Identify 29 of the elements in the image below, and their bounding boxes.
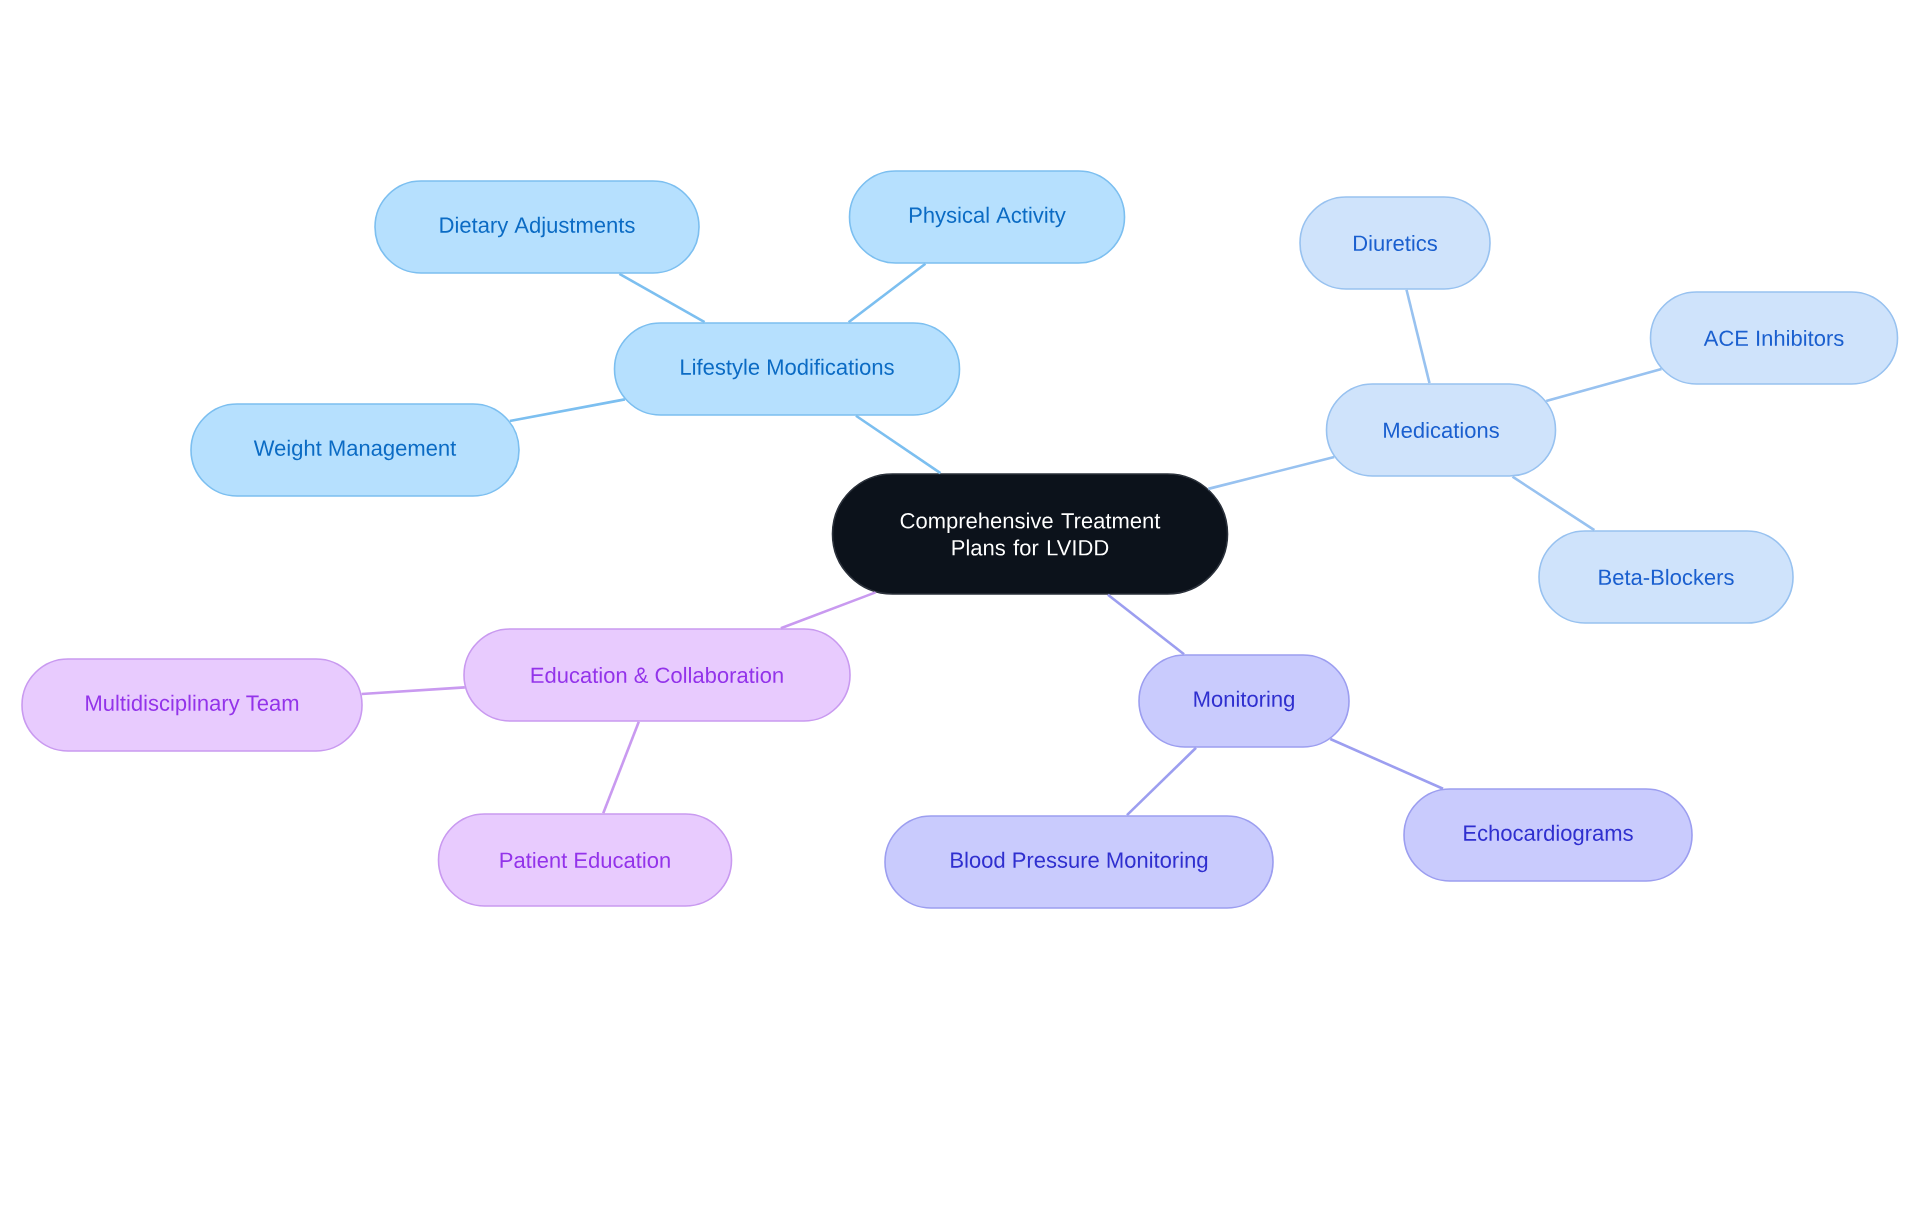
connector-line	[855, 414, 942, 475]
leaf-box: ACE Inhibitors	[1649, 291, 1899, 385]
connector-line	[602, 721, 640, 814]
leaf-box: Weight Management	[190, 403, 520, 497]
branch-box: Lifestyle Modifications	[613, 322, 961, 416]
connector-line	[847, 262, 927, 324]
central-topic-box: Comprehensive Treatment Plans for LVIDD	[831, 473, 1229, 595]
connector-line	[1107, 593, 1185, 656]
leaf-box: Dietary Adjustments	[374, 180, 700, 274]
connector-line	[1329, 737, 1444, 790]
leaf-box: Echocardiograms	[1403, 788, 1693, 882]
leaf-box: Diuretics	[1299, 196, 1491, 290]
branch-box: Education & Collaboration	[463, 628, 851, 722]
leaf-box: Multidisciplinary Team	[21, 658, 363, 752]
connector-line	[1545, 367, 1662, 403]
connector-line	[509, 398, 626, 423]
connector-line	[780, 591, 876, 630]
leaf-box: Patient Education	[437, 813, 733, 907]
leaf-box: Beta-Blockers	[1538, 530, 1794, 624]
connector-line	[1207, 455, 1335, 491]
branch-box: Monitoring	[1138, 654, 1350, 748]
connector-line	[1405, 289, 1431, 384]
leaf-box: Physical Activity	[848, 170, 1126, 264]
connector-line	[1511, 475, 1596, 532]
connector-line	[618, 272, 706, 324]
connector-line	[1126, 746, 1197, 817]
connector-line	[361, 686, 465, 696]
branch-box: Medications	[1325, 383, 1557, 477]
leaf-box: Blood Pressure Monitoring	[884, 815, 1274, 909]
